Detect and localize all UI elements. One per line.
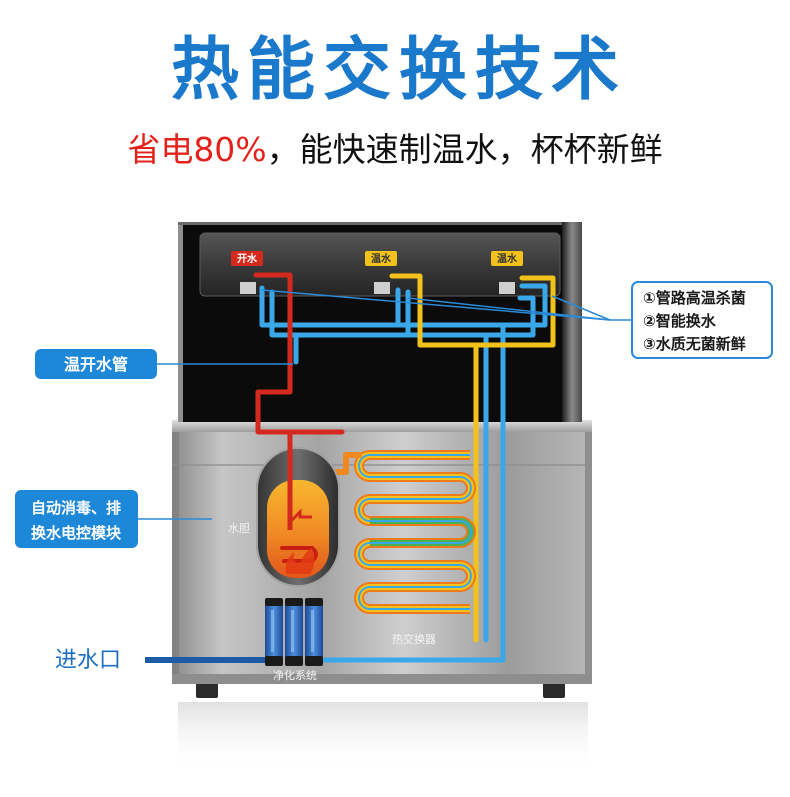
filter-cap-bottom [285,656,303,666]
exchanger-label: 热交换器 [392,632,436,646]
machine-foot-right [543,683,565,698]
inlet-label: 进水口 [55,648,121,673]
filter-cap-bottom [265,656,283,666]
nozzle-warm-middle: 温水 [365,251,397,294]
heat-exchanger-coil [354,450,476,614]
callout-module-line1: 自动消毒、排 [31,499,121,517]
leader-features-middle [407,297,611,321]
tank-label: 水胆 [228,522,250,535]
filter-cartridge [285,598,303,666]
tank-hot-water [267,480,329,578]
page-title: 热能交换技术 [171,31,627,110]
feature-item: ②智能换水 [643,312,717,330]
feature-item: ①管路高温杀菌 [643,289,746,307]
leader-features-hot [261,289,611,321]
glass-top-frame [178,222,582,225]
nozzle-warm-right: 温水 [491,251,523,294]
cold-pipe-riser-2 [322,322,506,663]
body-right-edge [585,432,592,682]
badge-warm-right-label: 温水 [497,252,518,265]
cold-pipes [259,283,548,663]
callout-module-box [15,490,138,548]
body-front [172,420,592,684]
subtitle: 省电80%，能快速制温水，杯杯新鲜 [127,130,662,169]
cold-pipe-second-loop [269,289,536,338]
callout-pipe-label: 温开水管 [63,355,128,374]
filter-highlight [291,610,294,652]
leader-features-right [551,295,611,321]
subtitle-highlight: 省电80% [127,130,266,169]
flame-icon [285,548,315,574]
spout-warm-middle [374,282,390,294]
badge-hot [231,251,263,266]
filter-cap-top [305,598,323,606]
machine-foot-left [196,683,218,698]
badge-warm-middle [365,251,397,266]
water-tank [256,432,340,587]
filter-highlight [271,610,274,652]
filter-system [265,598,323,666]
machine-reflection [178,702,588,772]
filter-cap-bottom [305,656,323,666]
warm-pipe-loop [389,273,556,348]
spout-hot [240,282,256,294]
cold-pipe-top-loop [259,283,548,328]
filter-cap-top [285,598,303,606]
filter-cartridge [265,598,283,666]
body-bottom-band [172,674,592,684]
warm-pipes [389,273,556,643]
filter-cap-top [265,598,283,606]
subtitle-rest: ，能快速制温水，杯杯新鲜 [267,130,663,169]
badge-warm-right [491,251,523,266]
badge-warm-middle-label: 温水 [371,252,392,265]
filter-highlight [311,610,314,652]
feature-item: ③水质无菌新鲜 [643,335,746,353]
glass-left-frame [178,222,183,422]
nozzle-hot: 开水 [231,251,263,294]
filter-label: 净化系统 [273,668,317,682]
tank-heat-arrow [290,508,312,522]
glass-right-bevel [562,222,582,422]
coil-inner [358,454,472,610]
spout-warm-right [499,282,515,294]
filter-cartridge [305,598,323,666]
body-left-edge [172,432,179,682]
tank-to-coil-pipe [332,452,362,475]
leader-features [261,289,632,321]
callout-pipe-box [35,349,157,379]
hot-water-pipe [253,272,345,435]
features-box [631,281,773,359]
machine-body [172,420,592,684]
callout-module-line2: 换水电控模块 [31,524,122,542]
badge-hot-label: 开水 [237,252,258,265]
